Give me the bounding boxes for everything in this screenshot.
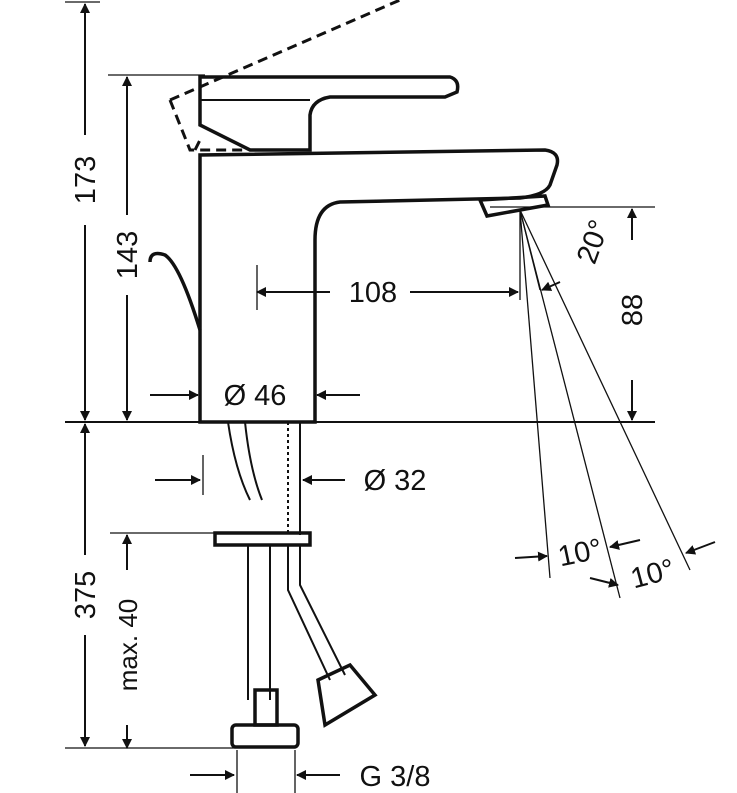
dim-diameter-32: Ø 32 — [364, 465, 427, 497]
dim-375: 375 — [70, 571, 102, 619]
mounting-plate — [213, 531, 312, 547]
under-counter-parts — [213, 421, 378, 749]
dim-thread-g38: G 3/8 — [360, 761, 431, 793]
dim-10deg-right: 10° — [627, 553, 678, 595]
dim-diameter-46: Ø 46 — [224, 380, 287, 412]
popup-rod — [148, 251, 202, 331]
dim-max-40: max. 40 — [113, 599, 143, 692]
dim-10deg-left: 10° — [555, 533, 605, 573]
connection-nut — [230, 723, 300, 749]
dim-108: 108 — [349, 277, 397, 309]
dim-173: 173 — [70, 156, 102, 204]
spray-angle-lines — [490, 206, 691, 599]
faucet-body — [198, 148, 560, 424]
dim-143: 143 — [112, 231, 144, 279]
dim-20deg: 20° — [571, 216, 616, 268]
aerator — [477, 194, 551, 218]
lever-handle — [198, 75, 460, 152]
raised-handle-outline — [168, 0, 401, 152]
dim-88: 88 — [617, 294, 649, 326]
